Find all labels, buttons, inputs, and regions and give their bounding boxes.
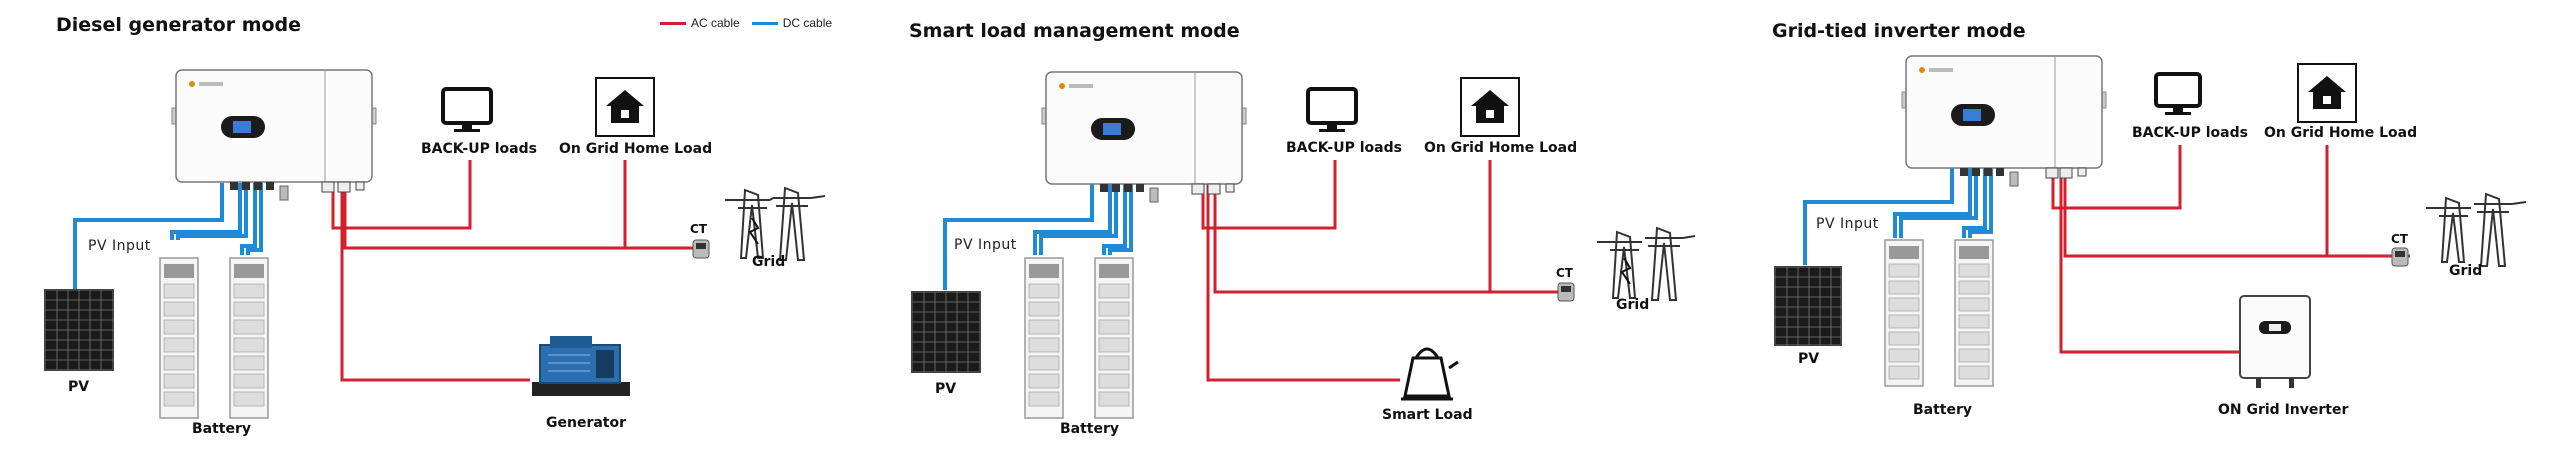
panel-diesel-generator-mode: Diesel generator mode BACK-UP loads On G… [0, 0, 860, 459]
panel-3-diagram [1774, 55, 2527, 388]
battery-2-dc-cable-b [1108, 183, 1133, 255]
brand-logo-icon [1059, 83, 1065, 89]
grid-label: Grid [2449, 263, 2483, 279]
ct-label: CT [690, 222, 707, 236]
panel-title: Diesel generator mode [56, 14, 302, 36]
on-grid-inverter-label: ON Grid Inverter [2218, 402, 2349, 418]
battery-1-dc-cable-b [176, 183, 248, 240]
ac-cable-swatch [660, 21, 686, 25]
smart-load-ac-cable [1206, 183, 1400, 382]
battery-2-dc-cable-b [246, 183, 263, 255]
battery-1-dc-cable-b [1899, 167, 1978, 238]
on-grid-inverter-ac-cable [2059, 167, 2240, 354]
grid-label: Grid [752, 254, 786, 270]
pv-label: PV [68, 379, 90, 395]
ct-sensor-icon [1557, 282, 1575, 302]
ct-label: CT [1556, 266, 1573, 280]
ct-sensor-icon [692, 239, 710, 259]
brand-logo-icon [189, 81, 195, 87]
home-load-label: On Grid Home Load [2264, 125, 2418, 141]
pv-dc-cable [943, 183, 1094, 290]
battery-2-dc-cable-b [1968, 167, 1993, 238]
solar-panel-icon [1774, 266, 1842, 346]
ac-cables [2051, 145, 2410, 354]
home-icon [2297, 63, 2357, 123]
legend: AC cable DC cable [660, 16, 832, 30]
ct-sensor-icon [2391, 247, 2409, 267]
home-load-label: On Grid Home Load [559, 141, 713, 157]
backup-ac-cable [1201, 160, 1337, 230]
hybrid-inverter [171, 69, 377, 201]
grid-tower-icon [2426, 192, 2527, 267]
ac-cables [331, 160, 700, 382]
dc-cables [943, 183, 1133, 290]
grid-label: Grid [1616, 297, 1650, 313]
pv-input-label: PV Input [954, 237, 1017, 253]
smart-load-label: Smart Load [1382, 407, 1473, 423]
battery-1-dc-cable-b [1039, 183, 1118, 255]
grid-ac-cable [2063, 167, 2410, 258]
battery-1-dc-cable [170, 183, 242, 240]
backup-ac-cable [2051, 145, 2182, 210]
battery-rack-icon [1024, 257, 1134, 419]
pv-label: PV [935, 381, 957, 397]
battery-2-dc-cable [1962, 167, 1987, 238]
ct-label: CT [2391, 232, 2408, 246]
home-icon [1460, 77, 1520, 137]
panel-title: Grid-tied inverter mode [1772, 20, 2026, 42]
grid-ac-cable [343, 183, 700, 250]
battery-1-dc-cable [1893, 167, 1972, 238]
grid-tower-icon [1597, 226, 1696, 301]
panel-grid-tied-inverter-mode: Grid-tied inverter mode BACK-UP loads On… [1720, 0, 2560, 459]
solar-panel-icon [911, 291, 981, 373]
hybrid-inverter [1901, 55, 2107, 187]
home-load-label: On Grid Home Load [1424, 140, 1578, 156]
monitor-icon [1306, 87, 1358, 132]
generator-ac-cable [340, 183, 530, 382]
brand-logo-icon [1919, 67, 1925, 73]
legend-dc-label: DC cable [782, 16, 833, 30]
legend-ac-label: AC cable [691, 16, 740, 30]
solar-panel-icon [44, 289, 114, 371]
kettle-icon [1401, 347, 1459, 401]
monitor-icon [2154, 72, 2202, 115]
battery-2-dc-cable [1102, 183, 1127, 255]
battery-label: Battery [192, 421, 252, 437]
pv-input-label: PV Input [1816, 216, 1879, 232]
dc-cables [1803, 167, 1993, 265]
panel-smart-load-management-mode: Smart load management mode BACK-UP loads… [860, 0, 1720, 459]
battery-2-dc-cable [240, 183, 257, 255]
backup-loads-label: BACK-UP loads [2132, 125, 2248, 141]
pv-dc-cable [1803, 167, 1954, 265]
pv-label: PV [1798, 351, 1820, 367]
monitor-icon [441, 87, 493, 132]
generator-label: Generator [546, 415, 627, 431]
backup-ac-cable [331, 160, 472, 230]
diesel-generator-icon [532, 336, 630, 396]
battery-label: Battery [1913, 402, 1973, 418]
dc-cables [73, 183, 263, 290]
hybrid-inverter [1041, 71, 1247, 203]
battery-rack-icon [1884, 239, 1994, 387]
home-icon [595, 77, 655, 137]
grid-tower-icon [725, 186, 826, 261]
backup-loads-label: BACK-UP loads [421, 141, 537, 157]
on-grid-inverter-icon [2239, 295, 2311, 388]
panel-2-diagram [911, 71, 1696, 419]
grid-ac-cable [1213, 183, 1565, 294]
backup-loads-label: BACK-UP loads [1286, 140, 1402, 156]
pv-input-label: PV Input [88, 238, 151, 254]
battery-1-dc-cable [1033, 183, 1112, 255]
panel-1-diagram [44, 69, 826, 419]
battery-rack-icon [159, 257, 269, 419]
battery-label: Battery [1060, 421, 1120, 437]
ac-cables [1201, 160, 1565, 382]
pv-dc-cable [73, 183, 224, 290]
panel-title: Smart load management mode [909, 20, 1240, 42]
dc-cable-swatch [751, 21, 778, 25]
